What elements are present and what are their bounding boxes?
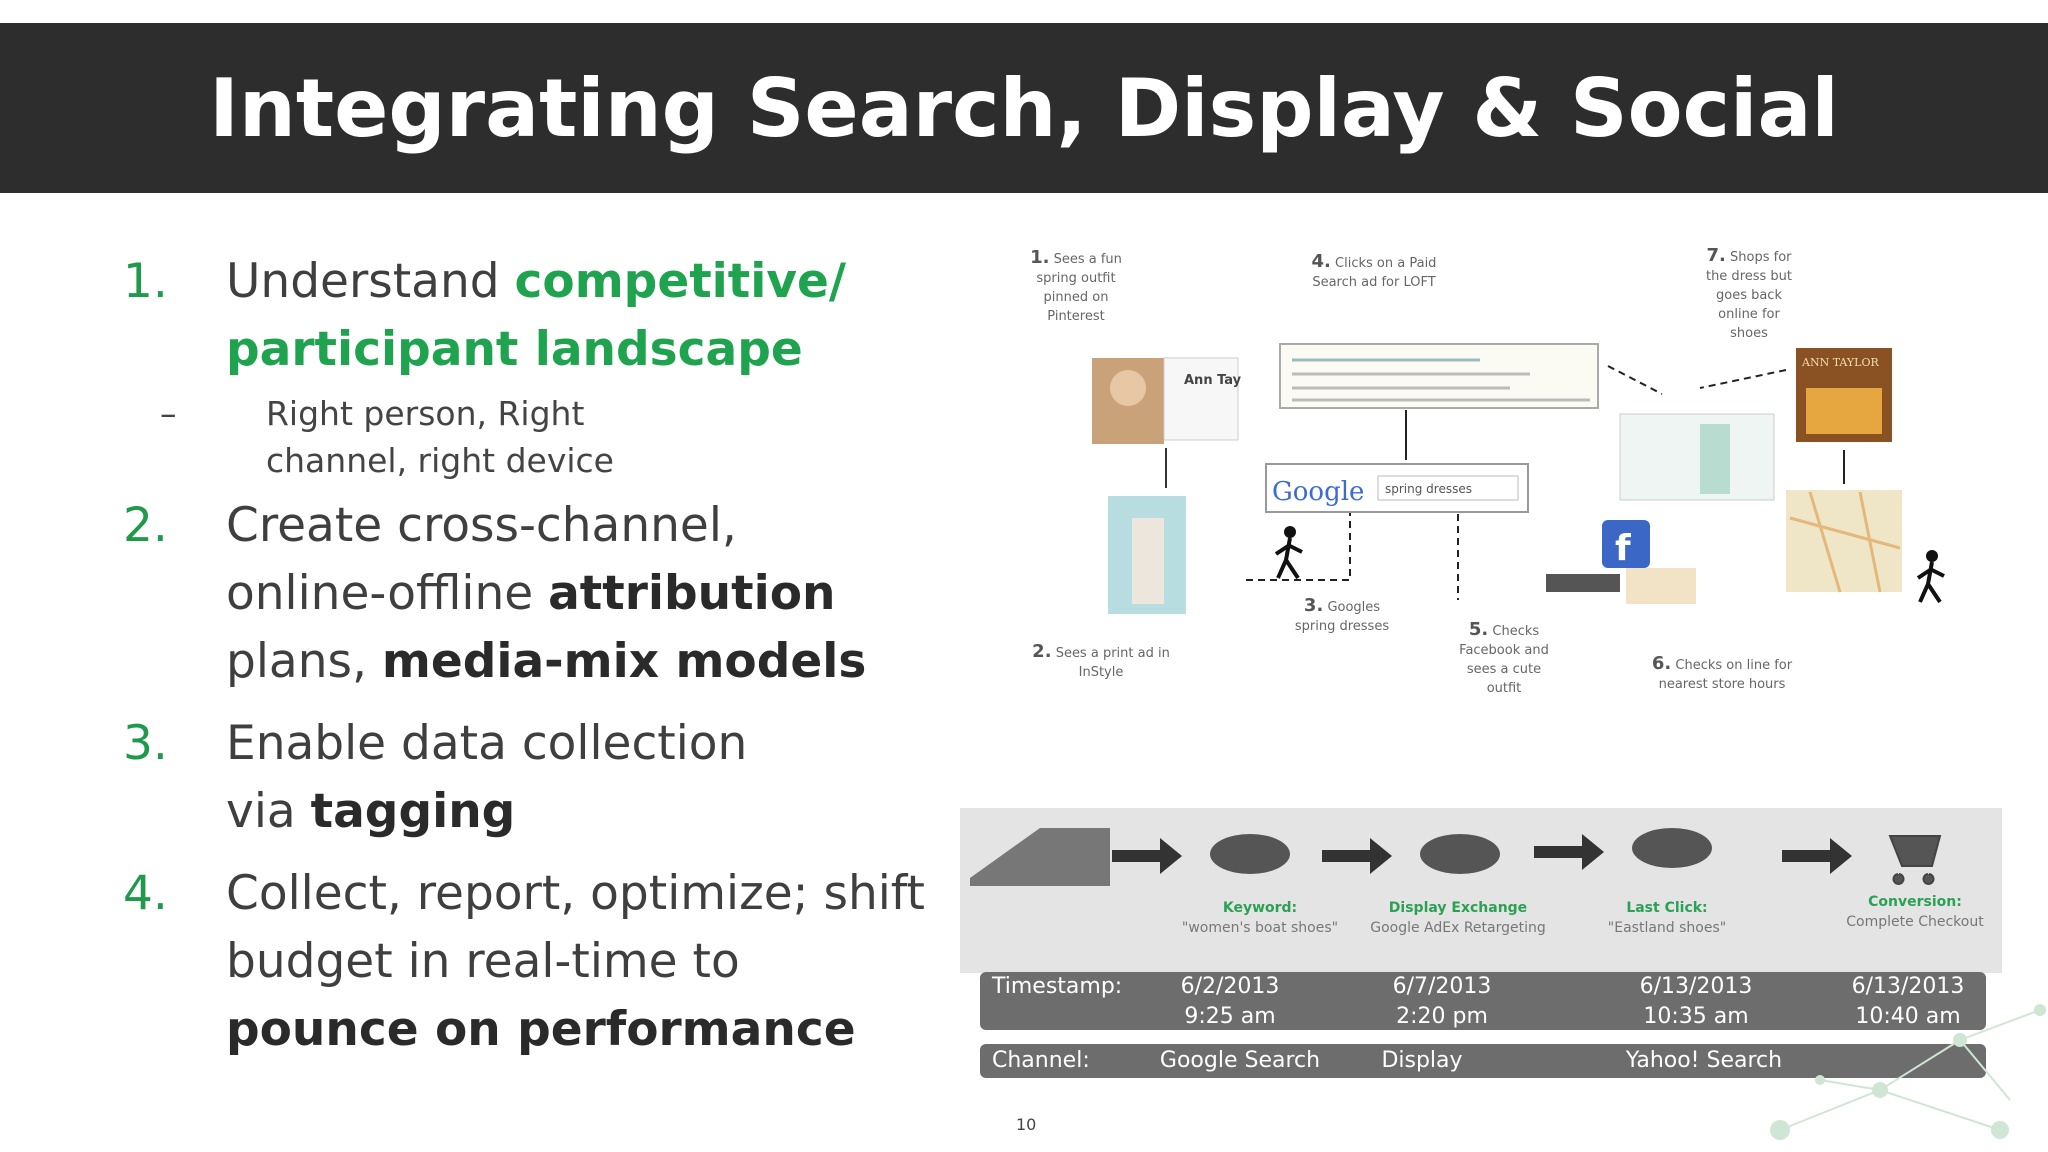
dashed-arrow [1607,365,1663,395]
channel-2: Display [1381,1048,1463,1073]
item-bold: attribution [548,566,836,621]
store-sign: ANN TAYLOR [1801,356,1880,369]
step-note-7: 7. Shops for the dress but goes back onl… [1705,245,1793,341]
google-logo: Google [1272,477,1364,507]
item-bold: pounce on performance [226,1002,856,1057]
facebook-shoes-photo [1626,568,1696,604]
list-number: 4. [123,866,168,921]
arrow-right-icon [1782,838,1852,874]
step-note-1: 1. Sees a fun spring outfit pinned on Pi… [1030,247,1122,324]
item-text: Create cross-channel, [226,498,737,553]
dashed-arrow [1699,369,1787,389]
list-item-3: 3. Enable data collection via tagging [118,710,938,846]
arrow-right-icon [1322,838,1392,874]
print-ad-model [1132,518,1164,604]
walker-head [1926,550,1938,562]
item-bold: tagging [310,784,516,839]
path-step-keyword: Keyword:"women's boat shoes" [1181,900,1339,936]
conversion-path-graphics [970,828,1942,886]
store-window [1806,388,1882,434]
sub-bullet-dash: – [160,394,177,433]
step-note-4: 4. Clicks on a Paid Search ad for LOFT [1311,251,1437,290]
item-text: online-offline [226,566,549,621]
item-text: via [226,784,311,839]
timestamp-label: Timestamp: [992,974,1123,999]
website-model [1700,424,1730,494]
step-note-5: 5. Checks Facebook and sees a cute outfi… [1459,619,1549,696]
facebook-strip [1546,574,1620,592]
item-text: plans, [226,634,382,689]
search-field [1377,475,1519,501]
conversion-path-panel: Keyword:"women's boat shoes" Display Exc… [960,808,2002,973]
item-text: Understand [226,254,515,309]
website-screenshot [1619,413,1775,501]
step-note-6: 6. Checks on line for nearest store hour… [1651,653,1793,692]
search-query: spring dresses [1385,482,1472,496]
shopping-cart-icon [1888,835,1942,885]
path-step-last-click: Last Click:"Eastland shoes" [1607,900,1727,936]
walker-icon [1916,561,1945,604]
dashed-path [1246,512,1351,581]
slide-title: Integrating Search, Display & Social [209,62,1839,155]
item-bold: media-mix models [381,634,867,689]
arrow-right-icon [1534,834,1604,870]
mouse-icon [1420,834,1500,874]
list-number: 2. [123,498,168,553]
page-number: 10 [1016,1115,1037,1134]
list-item-2: 2. Create cross-channel, online-offline … [118,492,938,696]
item-text: Collect, report, optimize; shift [226,866,925,921]
channel-label: Channel: [992,1048,1090,1073]
model-face [1110,370,1146,406]
channel-1: Google Search [1159,1048,1321,1073]
item-highlight: competitive/ [514,254,847,309]
title-rest: Search, Display & Social [746,61,1839,155]
item-text: budget in real-time to [226,934,740,989]
path-step-conversion: Conversion:Complete Checkout [1846,894,1984,930]
bullet-list: 1. Understand competitive/ participant l… [118,248,938,1064]
channel-3: Yahoo! Search [1625,1048,1783,1073]
sub-bullet: – Right person, Right channel, right dev… [118,390,686,484]
sub-bullet-line: channel, right device [266,441,614,480]
arrow-right-icon [1112,838,1182,874]
walker-icon [1274,537,1303,580]
step-note-3: 3. Googles spring dresses [1294,595,1390,634]
sub-bullet-line: Right person, Right [266,394,585,433]
list-item-1: 1. Understand competitive/ participant l… [118,248,938,384]
paid-search-ad [1279,343,1599,409]
channel-bar: Channel: Google Search Display Yahoo! Se… [980,1044,1986,1078]
item-text: Enable data collection [226,716,748,771]
list-number: 3. [123,716,168,771]
list-item-4: 4. Collect, report, optimize; shift budg… [118,860,938,1064]
walker-head [1284,526,1296,538]
facebook-icon [1602,520,1650,568]
list-number: 1. [123,254,168,309]
item-highlight: participant landscape [226,322,803,377]
facebook-icon-letter: f [1615,528,1631,569]
map-thumbnail [1786,490,1902,592]
pinterest-card [1163,357,1239,441]
title-strong: Integrating [209,61,719,155]
mouse-icon [1210,834,1290,874]
consumer-journey-diagram: Ann Tay Google spring dresses ANN TAYLOR [1010,245,1970,728]
diagram-graphics: Ann Tay Google spring dresses ANN TAYLOR [1092,343,1945,614]
title-bar: Integrating Search, Display & Social [0,23,2048,193]
pinterest-card-text: Ann Tay [1184,373,1242,388]
step-note-2: 2. Sees a print ad in InStyle [1032,641,1170,680]
mouse-icon [1632,828,1712,868]
network-decoration [1770,1004,2046,1140]
laptop-icon [970,828,1110,886]
map-roads [1789,491,1901,593]
